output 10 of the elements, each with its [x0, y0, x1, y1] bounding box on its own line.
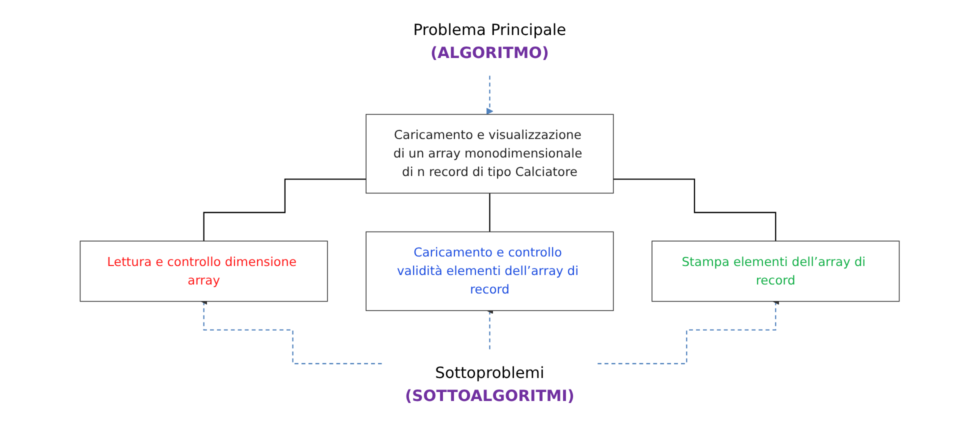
node-text: Sottoproblemi (SOTTOALGORITMI)	[404, 363, 574, 405]
connector	[613, 178, 776, 242]
arrow	[486, 75, 493, 115]
connector	[488, 192, 490, 232]
connector	[203, 178, 366, 242]
node-box: Lettura e controllo dimensione array	[80, 240, 328, 302]
node-box: Stampa elementi dell’array di record	[651, 240, 900, 302]
node-box: Caricamento e visualizzazione di un array monodimensionale di n record di tipo Calciatore	[365, 114, 614, 194]
node-box: Caricamento e controllo validità elementi dell’array di record	[365, 231, 614, 312]
node-text: Problema Principale (ALGORITMO)	[413, 20, 566, 62]
